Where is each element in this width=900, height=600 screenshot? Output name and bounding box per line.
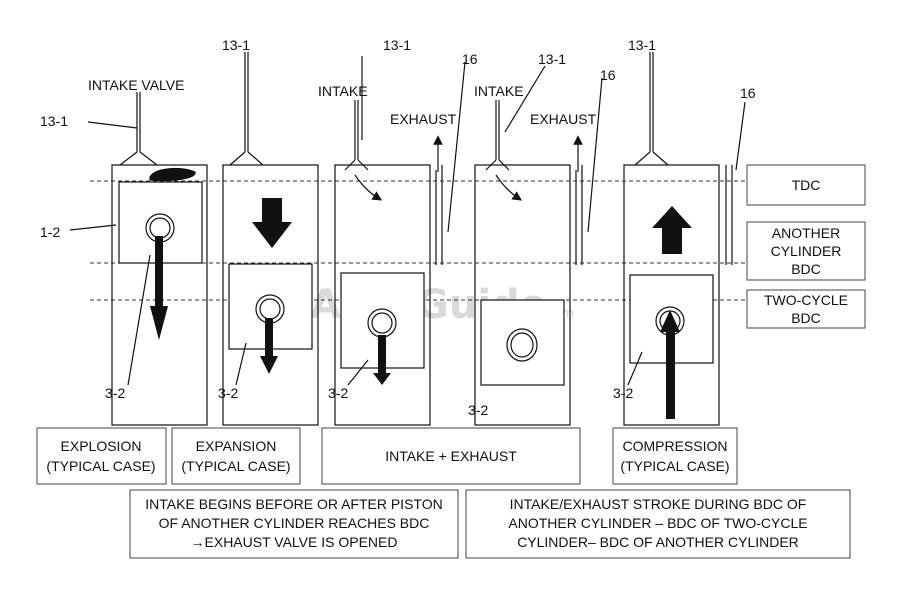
note-right-line-2: ANOTHER CYLINDER – BDC OF TWO-CYCLE [508, 515, 807, 531]
label-intake-a: INTAKE [318, 83, 368, 99]
another-bdc-line-1: ANOTHER [772, 225, 840, 241]
side-boxes: TDC ANOTHER CYLINDER BDC TWO-CYCLE BDC [746, 164, 866, 329]
expansion-line-1: EXPANSION [196, 438, 277, 454]
down-block-arrow-head [252, 222, 292, 248]
leader-13-1-d [504, 65, 546, 133]
compression-box [612, 427, 738, 485]
valve-head [229, 151, 264, 166]
down-block-arrow-shaft [262, 198, 282, 222]
label-1-2: 1-2 [40, 224, 60, 240]
label-exhaust-a: EXHAUST [390, 111, 457, 127]
note-right-line-1: INTAKE/EXHAUST STROKE DURING BDC OF [510, 496, 807, 512]
cylinder-wall [623, 164, 720, 426]
intake-exhaust-label: INTAKE + EXHAUST [385, 448, 517, 464]
leader-16-c [735, 101, 746, 171]
label-3-2-e: 3-2 [613, 385, 633, 401]
explosion-box [36, 427, 167, 485]
expansion-line-2: (TYPICAL CASE) [181, 458, 290, 474]
label-16-b: 16 [600, 67, 616, 83]
down-arrow-head-3 [373, 373, 391, 385]
cylinder-wall [474, 164, 571, 426]
cylinder-compression [623, 52, 746, 426]
piston-pin-outer [506, 328, 538, 362]
label-intake-b: INTAKE [474, 83, 524, 99]
another-bdc-box [746, 221, 866, 281]
cylinder-wall [222, 164, 319, 426]
intake-flow-arrow [495, 174, 522, 201]
label-13-1-b: 13-1 [222, 37, 250, 53]
leader-1-2 [69, 224, 117, 231]
leader-3-2-c [347, 359, 369, 386]
note-boxes: INTAKE BEGINS BEFORE OR AFTER PISTON OF … [129, 489, 851, 559]
note-left-line-2: OF ANOTHER CYLINDER REACHES BDC [159, 515, 430, 531]
note-right-line-3: CYLINDER– BDC OF ANOTHER CYLINDER [517, 534, 799, 550]
reference-labels: INTAKE VALVE 13-1 1-2 3-2 13-1 3-2 13-1 … [40, 37, 756, 418]
label-13-1-d: 13-1 [538, 51, 566, 67]
valve-head [119, 151, 158, 166]
label-13-1-a: 13-1 [40, 113, 68, 129]
explosion-line-1: EXPLOSION [61, 438, 142, 454]
leader-3-2-e [627, 351, 643, 386]
combustion-blob [149, 167, 196, 182]
label-13-1-c: 13-1 [383, 37, 411, 53]
cylinder-wall [334, 164, 431, 426]
label-16-a: 16 [462, 51, 478, 67]
two-cycle-bdc-box [746, 289, 866, 329]
leader-16-b [587, 77, 603, 233]
piston-pin-inner [510, 332, 534, 358]
leader-3-2-b [235, 342, 247, 386]
note-left-box [129, 489, 459, 559]
leader-13-1-a [87, 121, 138, 129]
down-arrow-head-2 [260, 356, 278, 374]
cylinder-explosion [69, 92, 208, 426]
label-3-2-a: 3-2 [105, 385, 125, 401]
two-cycle-bdc-line-2: BDC [791, 310, 821, 326]
note-left-line-3: →EXHAUST VALVE IS OPENED [191, 534, 398, 550]
cylinder-intake-exhaust-2 [474, 65, 603, 426]
down-arrow-shaft-2 [265, 318, 273, 356]
leader-3-2-a [127, 254, 151, 386]
down-arrow-head-1 [150, 306, 168, 340]
down-arrow-shaft-1 [155, 236, 163, 306]
label-3-2-d: 3-2 [468, 402, 488, 418]
intake-exhaust-box [321, 427, 581, 485]
compression-line-1: COMPRESSION [622, 438, 727, 454]
up-block-arrow-head [652, 206, 692, 228]
label-intake-valve: INTAKE VALVE [88, 77, 184, 93]
up-arrow-head [660, 310, 680, 332]
label-3-2-b: 3-2 [218, 385, 238, 401]
piston-pin-inner [371, 312, 393, 334]
valve-head [344, 159, 369, 171]
intake-flow-arrow [354, 174, 383, 201]
leader-16-a [447, 61, 466, 233]
valve-head [485, 159, 510, 171]
note-left-line-1: INTAKE BEGINS BEFORE OR AFTER PISTON [145, 496, 442, 512]
tdc-box [746, 164, 866, 206]
expansion-box [171, 427, 301, 485]
another-bdc-line-3: BDC [791, 261, 821, 277]
up-block-arrow-shaft [662, 228, 682, 254]
label-3-2-c: 3-2 [328, 385, 348, 401]
label-13-1-e: 13-1 [628, 37, 656, 53]
cylinder-wall [111, 164, 208, 426]
compression-line-2: (TYPICAL CASE) [620, 458, 729, 474]
two-cycle-bdc-line-1: TWO-CYCLE [764, 292, 848, 308]
label-16-c: 16 [740, 85, 756, 101]
up-arrow-shaft [666, 332, 675, 419]
stroke-boxes: EXPLOSION (TYPICAL CASE) EXPANSION (TYPI… [36, 427, 738, 485]
explosion-line-2: (TYPICAL CASE) [46, 458, 155, 474]
another-bdc-line-2: CYLINDER [771, 243, 842, 259]
down-arrow-shaft-3 [378, 335, 386, 373]
valve-head [634, 151, 669, 166]
label-exhaust-b: EXHAUST [530, 111, 597, 127]
note-right-box [465, 489, 851, 559]
piston [480, 299, 565, 386]
tdc-label: TDC [792, 177, 821, 193]
